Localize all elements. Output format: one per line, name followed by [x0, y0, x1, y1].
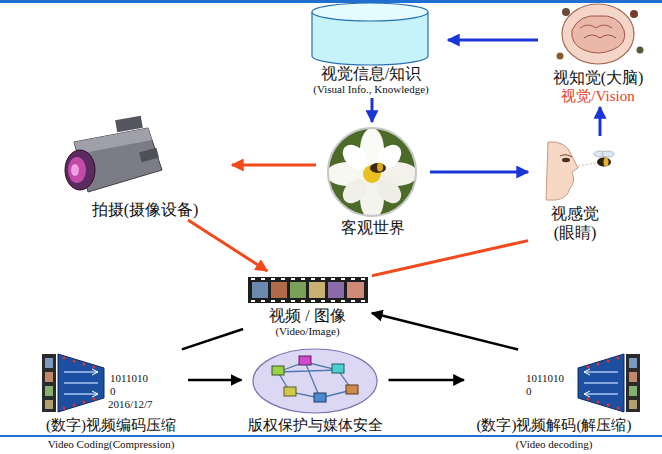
- decoder-icon: [578, 354, 640, 412]
- database-node: 视觉信息/知识(Visual Info., Knowledge): [296, 2, 446, 96]
- node-label: (Video decoding): [516, 438, 593, 451]
- node-label: 版权保护与媒体安全: [248, 416, 383, 434]
- red-arrow: [232, 164, 316, 167]
- black-arrow: [188, 379, 242, 382]
- blue-arrow: [599, 107, 602, 136]
- eye-node: 视感觉 (眼睛): [530, 138, 620, 242]
- database-cylinder: [312, 3, 428, 65]
- bit-code-label: 1011010 0: [110, 372, 151, 398]
- node-label: (Video/Image): [275, 325, 339, 338]
- node-label: 客观世界: [341, 218, 405, 237]
- black-arrow: [372, 313, 518, 350]
- bottom-bar: [0, 435, 662, 437]
- brain-picture: [557, 4, 644, 64]
- camera-picture: [65, 116, 162, 192]
- red-arrow: [372, 241, 528, 276]
- encoder-icon: [42, 354, 104, 412]
- film-strip: [248, 277, 368, 303]
- node-label: 拍摄(摄像设备): [92, 200, 199, 219]
- camera-node: 拍摄(摄像设备): [60, 120, 230, 219]
- bit-code-label: 1011010 0: [526, 372, 567, 398]
- node-label: 视知觉(大脑): [553, 68, 644, 87]
- red-arrow: [188, 220, 267, 271]
- node-label: 视感觉 (眼睛): [549, 204, 602, 242]
- node-label: (数字)视频编码压缩: [46, 416, 176, 434]
- node-label: (Visual Info., Knowledge): [313, 83, 428, 96]
- node-label: Video Coding(Compression): [48, 438, 175, 451]
- node-label: (数字)视频解码(解压缩): [477, 416, 632, 434]
- brain-node: 视知觉(大脑)视觉/Vision: [540, 2, 656, 105]
- flower-photo: [326, 126, 418, 220]
- top-bar: [0, 0, 662, 3]
- video-node: 视频 / 图像(Video/Image): [245, 272, 370, 338]
- node-label: 视觉信息/知识: [321, 64, 421, 83]
- decoder-node: (数字)视频解码(解压缩) (Video decoding): [466, 350, 642, 451]
- blue-arrow: [448, 39, 538, 42]
- blue-arrow: [371, 98, 374, 122]
- blue-arrow: [430, 171, 528, 174]
- node-label: 视频 / 图像: [269, 306, 345, 325]
- node-label: 视觉/Vision: [561, 87, 634, 105]
- world-node: 客观世界: [318, 124, 428, 237]
- eye-picture: [546, 142, 614, 200]
- bit-code-label: 2016/12/7: [108, 398, 153, 411]
- black-arrow: [182, 329, 243, 349]
- network-node: 版权保护与媒体安全: [244, 348, 387, 434]
- network-cloud: [253, 349, 377, 413]
- black-arrow: [389, 379, 465, 382]
